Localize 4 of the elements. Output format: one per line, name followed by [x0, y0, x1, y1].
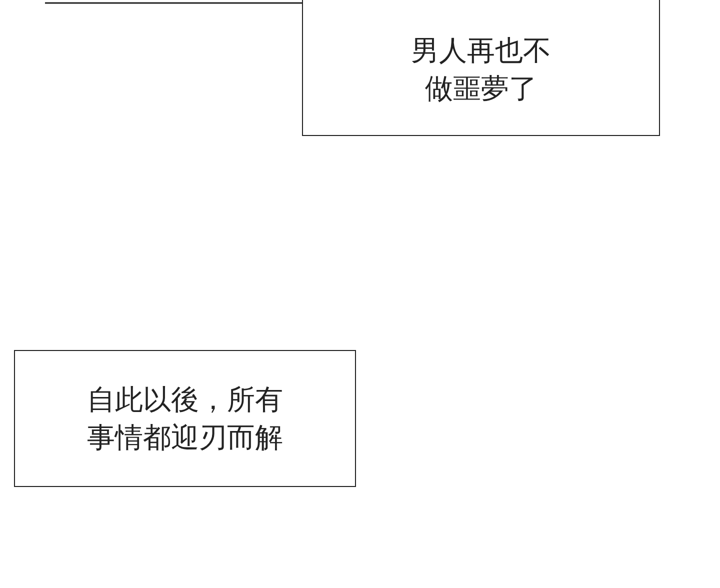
caption-text: 自此以後，所有事情都迎刃而解 — [86, 382, 284, 456]
caption-box — [302, 0, 660, 136]
caption-text: 男人再也不做噩夢了 — [410, 32, 552, 106]
caption-box — [14, 350, 356, 487]
